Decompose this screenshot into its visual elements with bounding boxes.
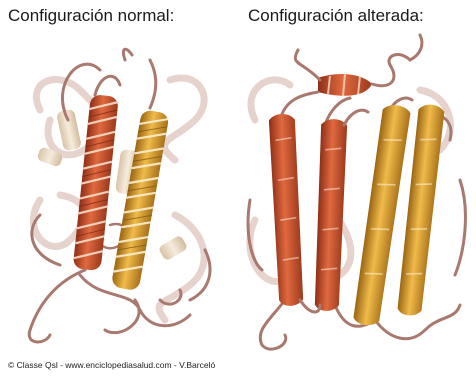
pale-helix bbox=[56, 109, 82, 152]
loop bbox=[105, 300, 139, 333]
red-strand bbox=[315, 119, 348, 312]
loop bbox=[295, 50, 320, 80]
red-strand bbox=[269, 114, 304, 307]
gold-helix bbox=[111, 109, 170, 291]
background-loop bbox=[251, 80, 290, 120]
background-loop bbox=[165, 78, 205, 160]
loop bbox=[410, 35, 422, 60]
loop bbox=[372, 55, 410, 86]
pale-helix bbox=[158, 235, 189, 262]
altered-protein bbox=[248, 35, 465, 349]
loop bbox=[260, 300, 286, 349]
loop bbox=[455, 180, 465, 275]
red-helix bbox=[73, 94, 119, 271]
top-ribbon bbox=[318, 74, 372, 96]
image-credit: © Classe Qsl - www.enciclopediasalud.com… bbox=[8, 360, 215, 370]
loop bbox=[95, 76, 120, 95]
loop bbox=[344, 110, 368, 125]
loop bbox=[123, 49, 132, 60]
loop bbox=[150, 60, 156, 108]
normal-protein bbox=[29, 49, 210, 342]
loop bbox=[29, 270, 85, 342]
